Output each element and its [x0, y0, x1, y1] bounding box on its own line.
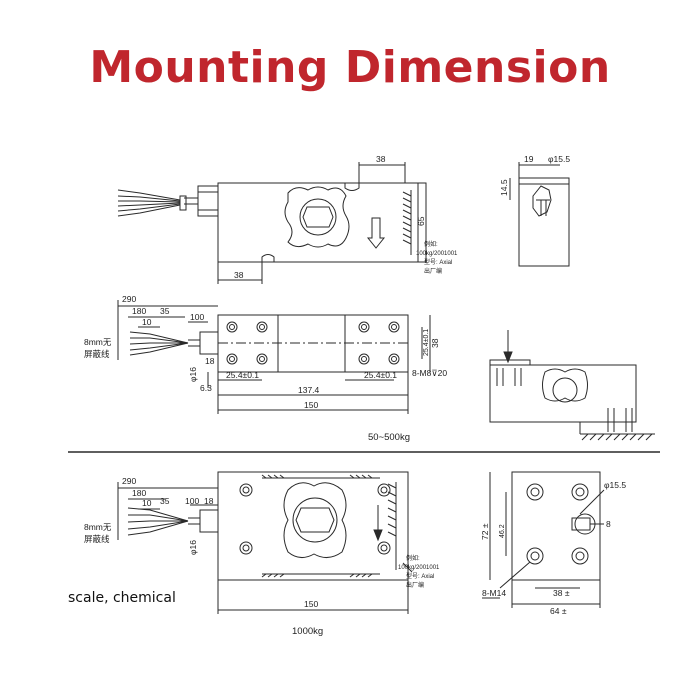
cable-note-a: 8mm无	[84, 337, 112, 347]
page-title: Mounting Dimension	[89, 42, 611, 93]
cable-note-b-b: 屏蔽线	[84, 534, 110, 544]
dim-25-4-vert: 25.4±0.1	[423, 329, 430, 356]
dim-65: 65	[416, 216, 426, 226]
dim-100: 100	[190, 312, 204, 322]
label-model-b: 100kg/2001001	[398, 565, 440, 571]
dim-38-b: 38 ±	[553, 588, 570, 598]
dim-72: 72 ±	[480, 523, 490, 540]
dim-6-3: 6.3	[200, 383, 212, 393]
dim-180: 180	[132, 306, 146, 316]
dim-100-b: 100	[185, 496, 199, 506]
label-model: 100kg/2001001	[416, 251, 458, 257]
dim-180-b: 180	[132, 488, 146, 498]
dim-8-m14: 8-M14	[482, 588, 506, 598]
caption: scale, chemical	[68, 590, 176, 606]
dim-290: 290	[122, 294, 136, 304]
dim-18: 18	[205, 356, 215, 366]
dim-25-4-left: 25.4±0.1	[226, 370, 259, 380]
dim-38-right: 38	[430, 338, 440, 348]
dim-64: 64 ±	[550, 606, 567, 616]
label-type: 型号: Axial	[424, 258, 452, 266]
end-view-top	[509, 162, 570, 267]
dim-150-top: 150	[304, 400, 318, 410]
dim-137-4: 137.4	[298, 385, 320, 395]
label-serial: 出厂编	[424, 267, 442, 275]
dim-38-top: 38	[376, 154, 386, 164]
dim-8: 8	[606, 519, 611, 529]
dim-phi-15-5-top: φ15.5	[548, 154, 570, 164]
range-top: 50~500kg	[368, 432, 410, 443]
dim-8-m8: 8-M8⊽20	[412, 368, 447, 378]
dim-14-5: 14.5	[499, 179, 509, 196]
label-example: 例如:	[424, 240, 438, 248]
mounted-view	[489, 330, 655, 441]
dim-46-2: 46.2	[499, 524, 506, 538]
end-view-bottom	[482, 471, 605, 608]
dim-25-4-right: 25.4±0.1	[364, 370, 397, 380]
label-type-b: 型号: Axial	[406, 572, 434, 580]
dim-10: 10	[142, 317, 152, 327]
dim-290-b: 290	[122, 476, 136, 486]
label-example-b: 例如:	[406, 554, 420, 562]
cable-note-b: 屏蔽线	[84, 349, 110, 359]
dim-19: 19	[524, 154, 534, 164]
dim-phi-16-b: φ16	[188, 540, 198, 555]
dim-phi-16: φ16	[188, 367, 198, 382]
range-bottom: 1000kg	[292, 626, 323, 637]
dim-150-bottom: 150	[304, 599, 318, 609]
side-view-bottom	[117, 471, 413, 614]
dim-35: 35	[160, 306, 170, 316]
dim-phi-15-5-b: φ15.5	[604, 480, 626, 490]
dim-10-b: 10	[142, 498, 152, 508]
label-serial-b: 出厂编	[406, 581, 424, 589]
side-view-top	[117, 162, 427, 284]
cable-note-a-b: 8mm无	[84, 522, 112, 532]
dim-38-bottom: 38	[234, 270, 244, 280]
dim-35-b: 35	[160, 496, 170, 506]
plan-view-top	[117, 300, 431, 414]
dim-18-b: 18	[204, 496, 214, 506]
